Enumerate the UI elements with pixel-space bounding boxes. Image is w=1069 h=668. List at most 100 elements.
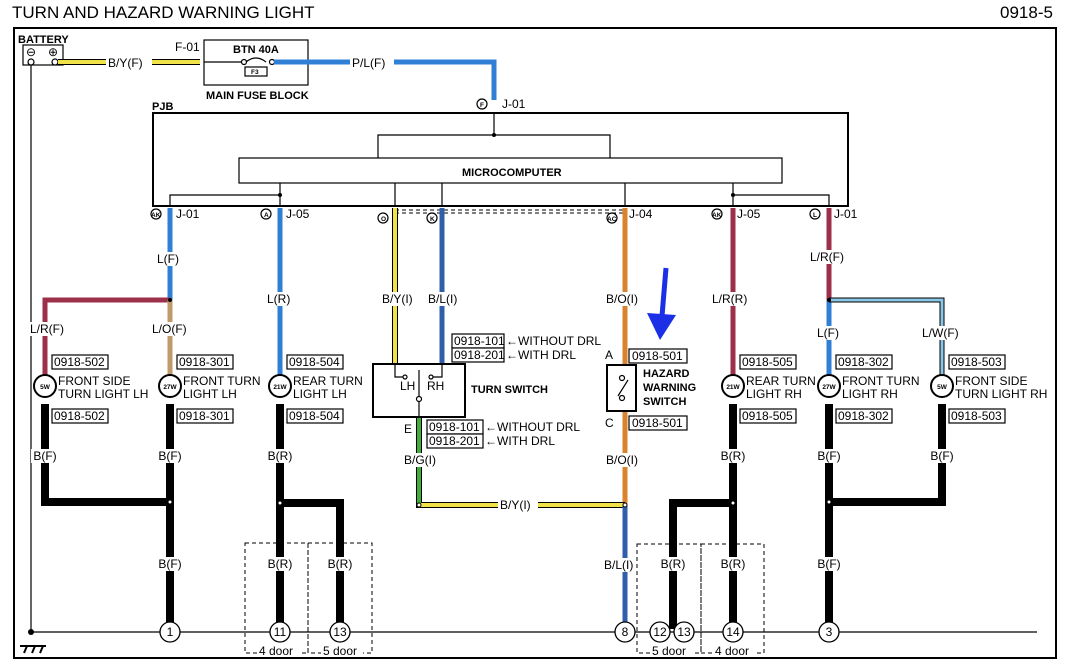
pin-label: O	[381, 216, 386, 223]
lamp-wattage: 21W	[273, 384, 287, 391]
wire-label: B(F)	[817, 449, 840, 463]
connector-code: 0918-201	[454, 348, 505, 362]
diagram-frame	[13, 27, 1057, 659]
pin-label: K	[430, 216, 435, 223]
connector-code: 0918-504	[289, 409, 340, 423]
microcomputer-label: MICROCOMPUTER	[462, 167, 562, 179]
door-variant-boxes: 4 door 5 door 5 door 4 door	[244, 542, 765, 658]
bulb-icon	[721, 374, 745, 398]
pin-label: E	[404, 422, 412, 436]
hazard-switch-label: SWITCH	[643, 396, 686, 408]
ground-point-id: 14	[726, 625, 740, 639]
pin-label: L	[813, 212, 817, 219]
turn-switch-label: TURN SWITCH	[471, 384, 548, 396]
connector-code: 0918-504	[289, 355, 340, 369]
connector-code: 0918-302	[838, 409, 889, 423]
fuse-block-label: MAIN FUSE BLOCK	[206, 90, 309, 102]
pjb-label: PJB	[152, 101, 173, 113]
bulb-icon	[158, 374, 182, 398]
pin-label: A	[264, 212, 269, 219]
wire-label: B(R)	[328, 557, 353, 571]
pin-label: AK	[712, 212, 722, 219]
lamp-wattage: 21W	[726, 384, 740, 391]
connector-code: 0918-501	[632, 349, 683, 363]
wire-label: L/R(F)	[30, 322, 64, 336]
ground-point-id: 13	[333, 625, 347, 639]
lamp-name: LIGHT LH	[183, 387, 237, 401]
lamp-name: LIGHT RH	[842, 387, 898, 401]
connector-code: 0918-301	[179, 355, 230, 369]
wire-label: B(F)	[158, 449, 181, 463]
wire-label: L/R(F)	[810, 250, 844, 264]
ground-point-id: 13	[677, 625, 691, 639]
connector-code: 0918-505	[742, 409, 793, 423]
pin-label: C	[605, 416, 614, 430]
wire-label: P/L(F)	[352, 56, 385, 70]
ground-point-id: 8	[622, 625, 629, 639]
wire-label: B(F)	[930, 449, 953, 463]
wire-label: B(R)	[268, 449, 293, 463]
lamp-wattage: 5W	[40, 384, 51, 391]
wire-label: B/Y(I)	[382, 292, 413, 306]
connector-note: ←WITH DRL	[506, 348, 576, 362]
arrow-annotation-icon	[647, 267, 676, 340]
connector-label: J-04	[629, 207, 653, 221]
wire-label: B(F)	[158, 557, 181, 571]
lamp-name: TURN LIGHT RH	[955, 387, 1047, 401]
door-note: 5 door	[652, 644, 686, 658]
fuse-name: BTN 40A	[233, 44, 279, 56]
svg-text:F: F	[480, 102, 484, 109]
ground-point: 8	[614, 621, 636, 643]
wire-label: L/R(R)	[712, 292, 747, 306]
turn-switch-lh: LH	[400, 379, 415, 393]
lamp-name: FRONT TURN	[842, 374, 920, 388]
wire-label: B/Y(F)	[108, 56, 143, 70]
connector-label: J-05	[737, 207, 761, 221]
battery-negative-icon: ⊖	[26, 45, 36, 59]
ground-symbol-icon	[20, 645, 46, 654]
wire-label: B(R)	[661, 557, 686, 571]
ground-point-id: 3	[826, 625, 833, 639]
lamp-name: REAR TURN	[746, 374, 816, 388]
ground-point: 14	[722, 621, 744, 643]
wire-label: B/O(I)	[606, 292, 638, 306]
wire-label: L(R)	[267, 292, 290, 306]
pin-label: AC	[607, 216, 617, 223]
wire-label: B(R)	[721, 449, 746, 463]
page-code: 0918-5	[1000, 3, 1053, 22]
connector-note: ←WITH DRL	[485, 434, 555, 448]
connector-code: 0918-301	[179, 409, 230, 423]
ground-point-id: 1	[167, 625, 174, 639]
turn-switch-rh: RH	[427, 379, 444, 393]
lamp-name: REAR TURN	[293, 374, 363, 388]
connector-code: 0918-101	[429, 420, 480, 434]
wire-label: L(F)	[817, 326, 839, 340]
ground-point: 1	[159, 621, 181, 643]
ground-wire-labels: B(F) B(F) B(R) B(R) B(F) B(F) B(F) B(R) B(R) B(R)…	[31, 449, 956, 571]
fuse-id: F3	[251, 69, 259, 76]
wire-label: B(R)	[721, 557, 746, 571]
wire-label: B/G(I)	[404, 453, 436, 467]
ground-point: 12	[649, 621, 671, 643]
hazard-switch-label: WARNING	[643, 382, 696, 394]
wire-label: L(F)	[157, 252, 179, 266]
wire-label: B(F)	[817, 557, 840, 571]
lamp-name: FRONT SIDE	[955, 374, 1027, 388]
diagram-title: TURN AND HAZARD WARNING LIGHT	[12, 3, 315, 22]
connector-note: ←WITHOUT DRL	[506, 334, 601, 348]
ground-wires	[41, 404, 946, 629]
wire-labels: L(F) L/R(F) L/O(F) L(R) B/Y(I) B/L(I) B/…	[28, 250, 964, 572]
pjb-input-connector: J-01	[502, 97, 526, 111]
wire-label: B(R)	[268, 557, 293, 571]
wire-label: B(F)	[33, 449, 56, 463]
lamp-wattage: 27W	[822, 384, 836, 391]
ground-point: 13	[673, 621, 695, 643]
wire-fuse-pjb: P/L(F) F J-01	[274, 54, 526, 111]
